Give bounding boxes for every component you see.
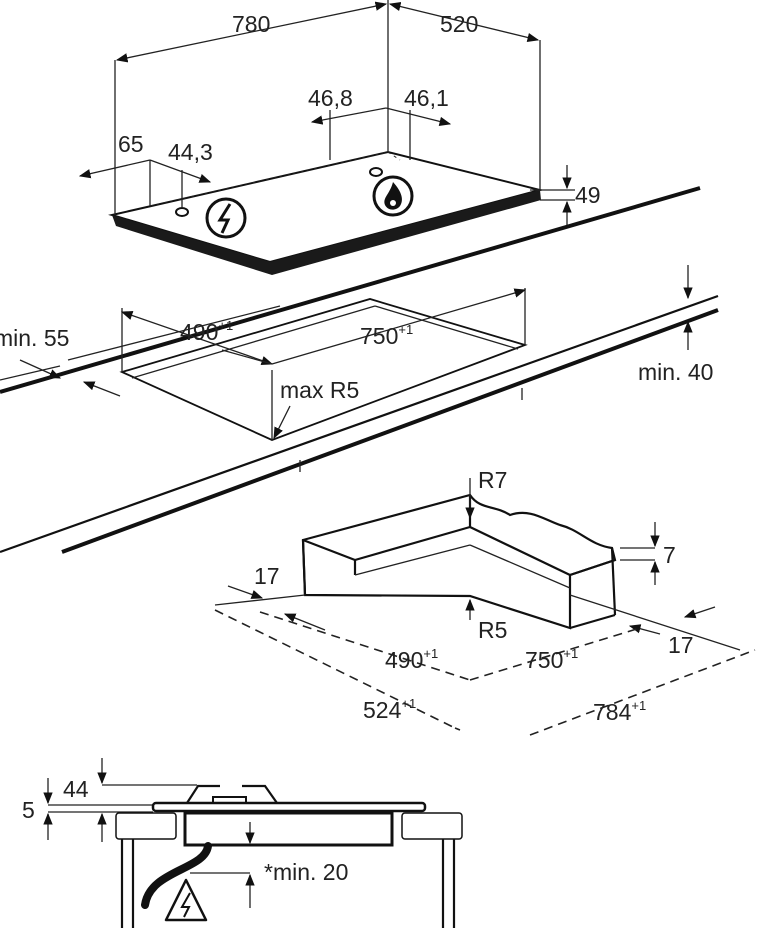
hob-body <box>183 811 394 847</box>
burner-offset-left-label: 46,8 <box>308 85 353 111</box>
section-min-clearance-label: *min. 20 <box>264 859 348 885</box>
seal-margin-right-label: 17 <box>668 632 694 658</box>
section-total-height-label: 44 <box>63 776 89 802</box>
worktop-left <box>115 812 177 840</box>
cutout-width-label: 750+1 <box>360 322 413 349</box>
power-cable <box>141 842 212 909</box>
worktop <box>0 186 719 554</box>
electric-hazard-warning-icon <box>164 878 208 922</box>
worktop-min-thickness-label: min. 40 <box>638 359 713 385</box>
cutout-min-front-label: min. 55 <box>0 325 69 351</box>
hob-height-label: 49 <box>575 182 601 208</box>
cross-section <box>43 758 463 928</box>
gas-flame-icon <box>372 175 414 217</box>
control-knob <box>369 167 383 177</box>
seal-outer-depth-label: 524+1 <box>363 696 416 723</box>
seal-inner-radius-label: R5 <box>478 617 507 643</box>
cutout-radius-label: max R5 <box>280 377 359 403</box>
seal-inner-width-label: 750+1 <box>525 646 578 673</box>
hob-perspective <box>108 150 544 275</box>
hob-dimension-lines <box>78 0 575 225</box>
hob-width-label: 780 <box>232 11 270 37</box>
hob-plate <box>151 801 427 813</box>
section-plate-height-label: 5 <box>22 797 35 823</box>
hob-depth-label: 520 <box>440 11 478 37</box>
seal-inner-depth-label: 490+1 <box>385 646 438 673</box>
seal-outer-width-label: 784+1 <box>593 698 646 725</box>
seal-outer-radius-label: R7 <box>478 467 507 493</box>
electric-zone-icon <box>205 197 247 239</box>
knob-offset-x-label: 65 <box>118 131 144 157</box>
seal-strip <box>214 478 756 736</box>
burner-offset-right-label: 46,1 <box>404 85 449 111</box>
worktop-right <box>401 812 463 840</box>
seal-thickness-label: 7 <box>663 542 676 568</box>
cutout-depth-label: 490+1 <box>180 318 233 345</box>
seal-margin-left-label: 17 <box>254 563 280 589</box>
control-knob <box>175 207 189 217</box>
knob-offset-y-label: 44,3 <box>168 139 213 165</box>
